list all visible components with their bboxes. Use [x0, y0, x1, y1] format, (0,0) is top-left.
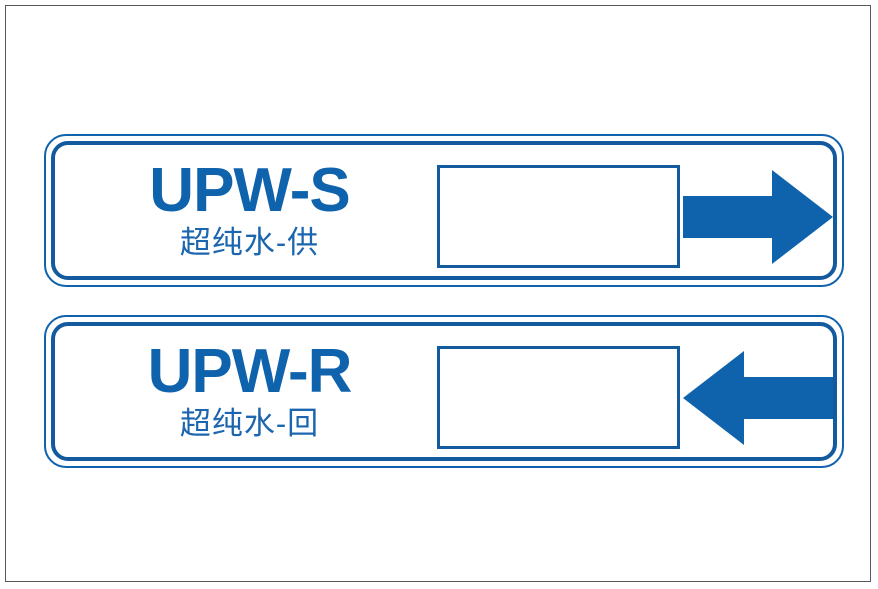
label-chinese-supply: 超纯水-供: [179, 225, 320, 261]
pipe-label-upw-supply[interactable]: UPW-S 超纯水-供: [44, 134, 844, 287]
label-code-return: UPW-R: [147, 337, 353, 407]
label-text-block-return: UPW-R 超纯水-回: [77, 326, 422, 457]
label-code-supply: UPW-S: [149, 156, 350, 226]
blank-write-on-field-supply[interactable]: [437, 165, 680, 268]
label-chinese-return: 超纯水-回: [179, 406, 320, 442]
blank-write-on-field-return[interactable]: [437, 346, 680, 449]
pipe-label-inner-border: UPW-R 超纯水-回: [51, 322, 837, 461]
label-text-block-supply: UPW-S 超纯水-供: [77, 145, 422, 276]
arrow-right-icon: [683, 167, 833, 267]
arrow-left-icon: [683, 348, 833, 448]
page-frame: UPW-S 超纯水-供 UPW-R 超纯水-回: [5, 5, 871, 582]
pipe-label-upw-return[interactable]: UPW-R 超纯水-回: [44, 315, 844, 468]
pipe-label-inner-border: UPW-S 超纯水-供: [51, 141, 837, 280]
